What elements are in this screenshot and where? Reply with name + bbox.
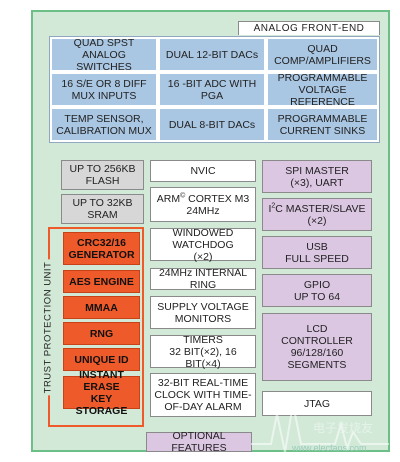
supply-monitor-block: SUPPLY VOLTAGE MONITORS	[150, 296, 256, 329]
trust-protection-unit-label: TRUST PROTECTION UNIT	[42, 259, 54, 395]
jtag-block: JTAG	[262, 391, 372, 416]
cpu-frequency: 24MHz	[186, 204, 220, 217]
afe-block-16bit-adc: 16 -BIT ADC WITH PGA	[159, 73, 265, 106]
i2c-superscript: 2	[271, 202, 276, 209]
internal-ring-block: 24MHz INTERNAL RING	[150, 267, 256, 291]
cpu-core-block: ARM© CORTEX M3 24MHz	[150, 187, 256, 222]
analog-front-end-label: ANALOG FRONT-END	[238, 21, 380, 35]
tpu-unique-id: UNIQUE ID	[63, 348, 140, 371]
cpu-registered-mark: ©	[180, 192, 186, 199]
cpu-suffix: CORTEX M3	[185, 192, 250, 205]
i2c-prefix: I	[268, 202, 272, 215]
cpu-prefix: ARM	[156, 192, 181, 205]
usb-block: USB FULL SPEED	[262, 236, 372, 269]
afe-block-voltage-reference: PROGRAMMABLE VOLTAGE REFERENCE	[267, 72, 378, 108]
afe-block-temp-sensor: TEMP SENSOR, CALIBRATION MUX	[51, 108, 157, 141]
i2c-block: I2C MASTER/SLAVE (×2)	[262, 198, 372, 231]
rtc-block: 32-BIT REAL-TIME CLOCK WITH TIME- OF-DAY…	[150, 373, 256, 417]
spi-uart-block: SPI MASTER (×3), UART	[262, 160, 372, 193]
tpu-aes-engine: AES ENGINE	[63, 270, 140, 293]
tpu-rng: RNG	[63, 322, 140, 345]
watermark-url: www.elecfans.com	[292, 443, 367, 453]
afe-block-current-sinks: PROGRAMMABLE CURRENT SINKS	[267, 108, 378, 141]
afe-block-quad-comp-amps: QUAD COMP/AMPLIFIERS	[267, 38, 378, 71]
afe-block-mux-inputs: 16 S/E OR 8 DIFF MUX INPUTS	[51, 73, 157, 106]
optional-features-legend: OPTIONAL FEATURES	[146, 430, 252, 454]
tpu-mmaa: MMAA	[63, 296, 140, 319]
flash-memory-block: UP TO 256KB FLASH	[61, 160, 144, 190]
i2c-suffix: C MASTER/SLAVE (×2)	[275, 202, 366, 227]
timers-block: TIMERS 32 BIT(×2), 16 BIT(×4)	[150, 334, 256, 370]
watchdog-block: WINDOWED WATCHDOG (×2)	[150, 227, 256, 263]
afe-block-dual-8bit-dacs: DUAL 8-BIT DACs	[159, 108, 265, 141]
lcd-controller-block: LCD CONTROLLER 96/128/160 SEGMENTS	[262, 313, 372, 381]
afe-block-dual-12bit-dacs: DUAL 12-BIT DACs	[159, 38, 265, 71]
tpu-crc-generator: CRC32/16 GENERATOR	[63, 232, 140, 265]
tpu-instant-erase-key-storage: INSTANT ERASE KEY STORAGE	[63, 369, 140, 417]
sram-memory-block: UP TO 32KB SRAM	[61, 194, 144, 224]
gpio-block: GPIO UP TO 64	[262, 274, 372, 307]
afe-block-analog-switches: QUAD SPST ANALOG SWITCHES	[51, 37, 157, 73]
nvic-block: NVIC	[150, 160, 256, 182]
